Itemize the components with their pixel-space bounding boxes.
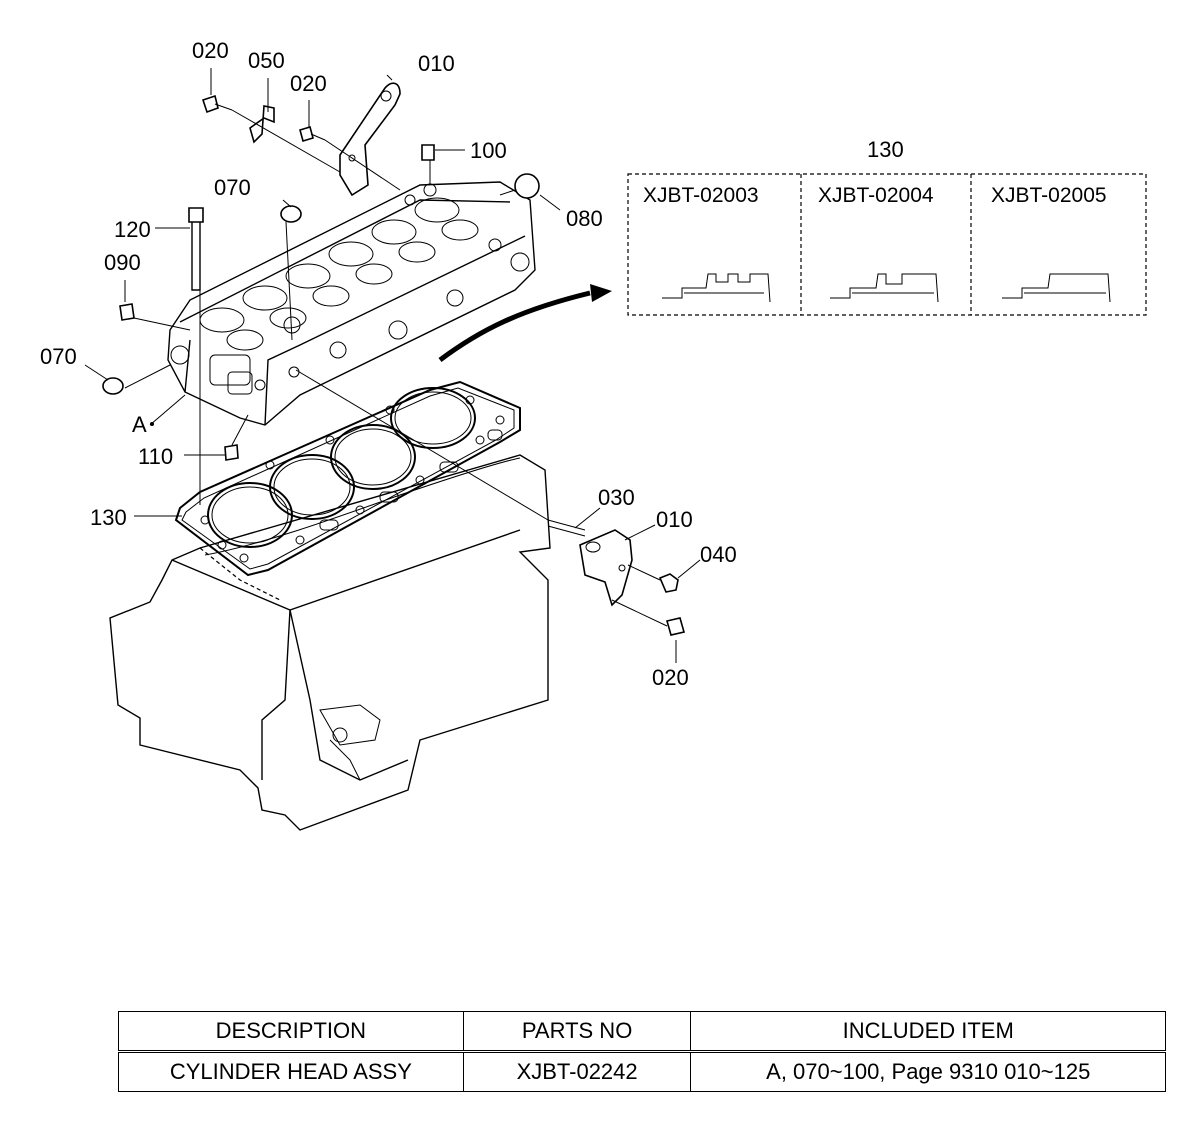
leader-lines xyxy=(84,68,701,663)
arrow-to-variants xyxy=(438,284,612,363)
cell-included-item: A, 070~100, Page 9310 010~125 xyxy=(690,1050,1166,1092)
cylinder-head xyxy=(167,181,536,426)
callout-020-c: 020 xyxy=(652,665,689,690)
header-included-item: INCLUDED ITEM xyxy=(690,1011,1166,1052)
head-gasket xyxy=(174,380,521,577)
callout-020-b: 020 xyxy=(290,71,327,96)
table-row: CYLINDER HEAD ASSY XJBT-02242 A, 070~100… xyxy=(118,1050,1166,1092)
parts-table-header-row: DESCRIPTION PARTS NO INCLUDED ITEM xyxy=(118,1011,1166,1052)
callout-020-a: 020 xyxy=(192,38,229,63)
callout-a: A xyxy=(132,412,147,437)
variant-label-2: XJBT-02004 xyxy=(818,184,934,207)
callout-070-left: 070 xyxy=(40,344,77,369)
variant-label-1: XJBT-02003 xyxy=(643,184,759,207)
callout-070-top: 070 xyxy=(214,175,251,200)
cell-parts-no: XJBT-02242 xyxy=(462,1050,692,1092)
callout-090: 090 xyxy=(104,250,141,275)
callout-100: 100 xyxy=(470,138,507,163)
callout-050: 050 xyxy=(248,48,285,73)
bracket-front xyxy=(579,529,633,607)
callout-120: 120 xyxy=(114,217,151,242)
callout-040: 040 xyxy=(700,542,737,567)
variant-box xyxy=(627,173,1147,316)
callout-130-left: 130 xyxy=(90,505,127,530)
bracket-top xyxy=(339,82,401,197)
callout-010-top: 010 xyxy=(418,51,455,76)
parts-table: DESCRIPTION PARTS NO INCLUDED ITEM CYLIN… xyxy=(118,1011,1166,1092)
small-parts xyxy=(102,94,686,636)
engine-block xyxy=(109,454,551,831)
callout-a-dot xyxy=(150,422,154,426)
callout-110: 110 xyxy=(138,444,173,469)
variant-title: 130 xyxy=(867,137,904,162)
callout-010-bottom: 010 xyxy=(656,507,693,532)
callout-030: 030 xyxy=(598,485,635,510)
callout-080: 080 xyxy=(566,206,603,231)
header-parts-no: PARTS NO xyxy=(462,1011,692,1052)
cell-description: CYLINDER HEAD ASSY xyxy=(118,1050,464,1092)
variant-label-3: XJBT-02005 xyxy=(991,184,1107,207)
header-description: DESCRIPTION xyxy=(118,1011,464,1052)
